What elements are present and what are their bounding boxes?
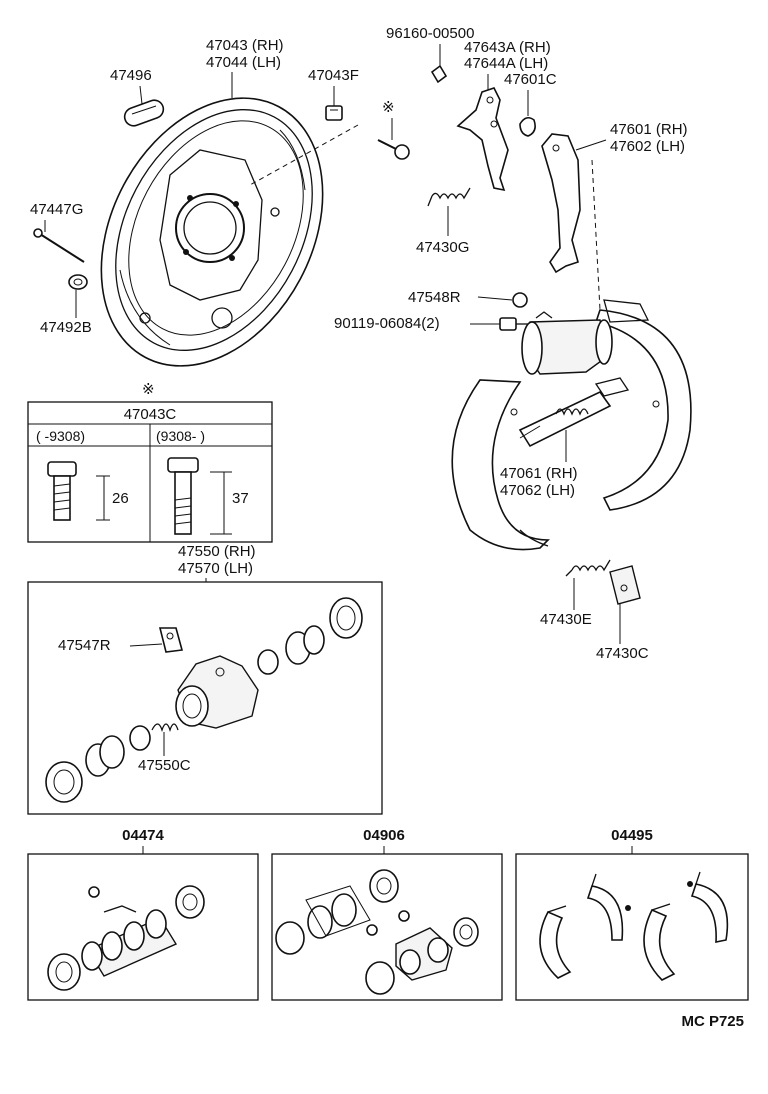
kit-1-code: 04474: [122, 827, 164, 844]
kit-1-box: [27, 853, 259, 1001]
kit-2-code: 04906: [363, 827, 405, 844]
long-bolt-drawing: [167, 457, 232, 535]
label-47496: 47496: [110, 67, 152, 84]
label-47602-lh: 47602 (LH): [610, 138, 685, 155]
label-47547r: 47547R: [58, 637, 111, 654]
bolt-table-col1-dim: 26: [112, 490, 129, 507]
clip-47430c: [609, 565, 641, 605]
label-47643a-rh: 47643A (RH): [464, 39, 551, 56]
wheel-cylinder-body: [175, 655, 259, 729]
label-47492b: 47492B: [40, 319, 92, 336]
spring-47430g: [427, 187, 471, 207]
bolt-table: [27, 401, 273, 543]
bleeder-screw-47547r: [158, 627, 184, 653]
cylinder-box: [27, 581, 383, 815]
washer-47492b: [68, 274, 88, 290]
lever-47643a: [456, 87, 509, 192]
bolt-table-col2-header: (9308- ): [156, 428, 205, 444]
label-90119-06084: 90119-06084(2): [334, 315, 440, 332]
bolt-table-mark: ※: [142, 381, 155, 398]
kit-3-brake-shoes: [539, 871, 729, 981]
lever-47601: [541, 133, 581, 274]
label-47447g: 47447G: [30, 201, 83, 218]
kit-2-box: [271, 853, 503, 1001]
label-47601-rh: 47601 (RH): [610, 121, 688, 138]
pin-47447g: [33, 228, 85, 263]
hub-bolt: [377, 139, 410, 160]
label-47548r: 47548R: [408, 289, 461, 306]
backing-plate: [100, 97, 324, 367]
label-47061-rh: 47061 (RH): [500, 465, 578, 482]
bolt-table-col1-header: ( -9308): [36, 428, 85, 444]
bolt-table-title: 47043C: [124, 406, 177, 423]
cylinder-spring-47550c: [151, 723, 179, 733]
spring-47430e: [565, 559, 611, 577]
label-bolt-mark: ※: [382, 99, 395, 116]
cylinder-right-parts: [257, 597, 363, 675]
label-47043-rh: 47043 (RH): [206, 37, 284, 54]
nut-47043f: [325, 105, 343, 121]
label-47043f: 47043F: [308, 67, 359, 84]
plug-47496: [123, 99, 165, 127]
kit-3-code: 04495: [611, 827, 653, 844]
label-47062-lh: 47062 (LH): [500, 482, 575, 499]
label-47550c: 47550C: [138, 757, 191, 774]
kit-3-box: [515, 853, 749, 1001]
label-47430e: 47430E: [540, 611, 592, 628]
brake-shoe-assembly: [451, 299, 692, 551]
label-47430g: 47430G: [416, 239, 469, 256]
bolt-table-col2-dim: 37: [232, 490, 249, 507]
footer-ref: MC P725: [681, 1013, 744, 1030]
short-bolt-drawing: [47, 461, 110, 521]
label-96160-00500: 96160-00500: [386, 25, 474, 42]
label-47644a-lh: 47644A (LH): [464, 55, 548, 72]
label-47430c: 47430C: [596, 645, 649, 662]
cylinder-left-parts: [45, 725, 151, 803]
kit-1-cylinder-parts: [47, 885, 205, 991]
clip-96160: [430, 64, 448, 84]
clip-47601c: [519, 116, 536, 137]
label-47601c: 47601C: [504, 71, 557, 88]
kit-2-cylinder-parts: [275, 869, 479, 995]
label-47044-lh: 47044 (LH): [206, 54, 281, 71]
cylinder-title-rh: 47550 (RH): [178, 543, 256, 560]
bleeder-cap-47548r: [512, 292, 528, 308]
cylinder-title-lh: 47570 (LH): [178, 560, 253, 577]
bolt-90119: [499, 317, 528, 331]
